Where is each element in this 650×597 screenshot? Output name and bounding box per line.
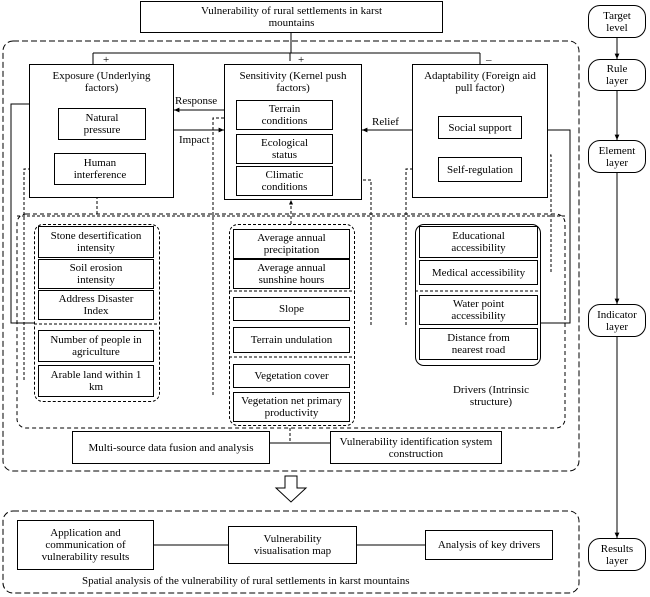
main-frame — [2, 40, 580, 472]
indicator-slope: Slope — [233, 297, 350, 321]
indicator-vegetation-npp: Vegetation net primary productivity — [233, 392, 350, 422]
indicator-educational: Educational accessibility — [419, 226, 538, 258]
results-caption: Spatial analysis of the vulnerability of… — [82, 575, 410, 587]
target-title: Vulnerability of rural settlements in ka… — [200, 5, 383, 29]
sensitivity-indicator-group — [229, 224, 355, 426]
element-ecological-status: Ecological status — [236, 134, 333, 164]
indicator-arable-land: Arable land within 1 km — [38, 365, 154, 397]
level-element: Element layer — [588, 140, 646, 173]
impact-label: Impact — [179, 134, 210, 146]
indicator-medical: Medical accessibility — [419, 260, 538, 285]
indicator-vegetation-cover: Vegetation cover — [233, 364, 350, 388]
adaptability-indicator-group — [415, 224, 541, 366]
method-fusion: Multi-source data fusion and analysis — [72, 431, 270, 464]
drivers-label: Drivers (Intrinsic structure) — [452, 384, 530, 408]
element-terrain-conditions: Terrain conditions — [236, 100, 333, 130]
sensitivity-sign: + — [298, 54, 305, 66]
result-map: Vulnerability visualisation map — [228, 526, 357, 564]
indicator-soil-erosion: Soil erosion intensity — [38, 259, 154, 289]
drivers-frame — [16, 213, 566, 429]
relief-label: Relief — [372, 116, 399, 128]
method-identification: Vulnerability identification system cons… — [330, 431, 502, 464]
indicator-stone-desertification: Stone desertification intensity — [38, 226, 154, 258]
level-target: Target level — [588, 5, 646, 38]
sensitivity-label: Sensitivity (Kernel push factors) — [239, 70, 347, 94]
exposure-indicator-group — [34, 224, 160, 402]
indicator-precipitation: Average annual precipitation — [233, 229, 350, 259]
element-social-support: Social support — [438, 116, 522, 139]
indicator-water-point: Water point accessibility — [419, 295, 538, 325]
response-label: Response — [175, 95, 218, 107]
group-dividers — [34, 290, 541, 358]
adaptability-sign: – — [486, 54, 492, 66]
level-results: Results layer — [588, 538, 646, 571]
hollow-down-arrow — [274, 475, 308, 503]
element-human-interference: Human interference — [54, 153, 146, 185]
target-title-box: Vulnerability of rural settlements in ka… — [140, 1, 443, 33]
element-self-regulation: Self-regulation — [438, 157, 522, 182]
level-indicator: Indicator layer — [588, 304, 646, 337]
exposure-label: Exposure (Underlying factors) — [52, 70, 151, 94]
indicator-address-disaster: Address Disaster Index — [38, 290, 154, 320]
loop-lines — [10, 103, 571, 324]
indicator-nearest-road: Distance from nearest road — [419, 328, 538, 360]
level-rule: Rule layer — [588, 59, 646, 91]
target-connector — [92, 33, 481, 64]
results-frame — [2, 510, 580, 594]
indicator-sunshine: Average annual sunshine hours — [233, 259, 350, 289]
element-climatic-conditions: Climatic conditions — [236, 166, 333, 196]
result-drivers: Analysis of key drivers — [425, 530, 553, 560]
element-natural-pressure: Natural pressure — [58, 108, 146, 140]
indicator-terrain-undulation: Terrain undulation — [233, 327, 350, 353]
adaptability-label: Adaptability (Foreign aid pull factor) — [424, 70, 536, 94]
result-application: Application and communication of vulnera… — [17, 520, 154, 570]
method-connectors — [270, 428, 330, 444]
exposure-sign: + — [103, 54, 110, 66]
indicator-people-agriculture: Number of people in agriculture — [38, 330, 154, 362]
